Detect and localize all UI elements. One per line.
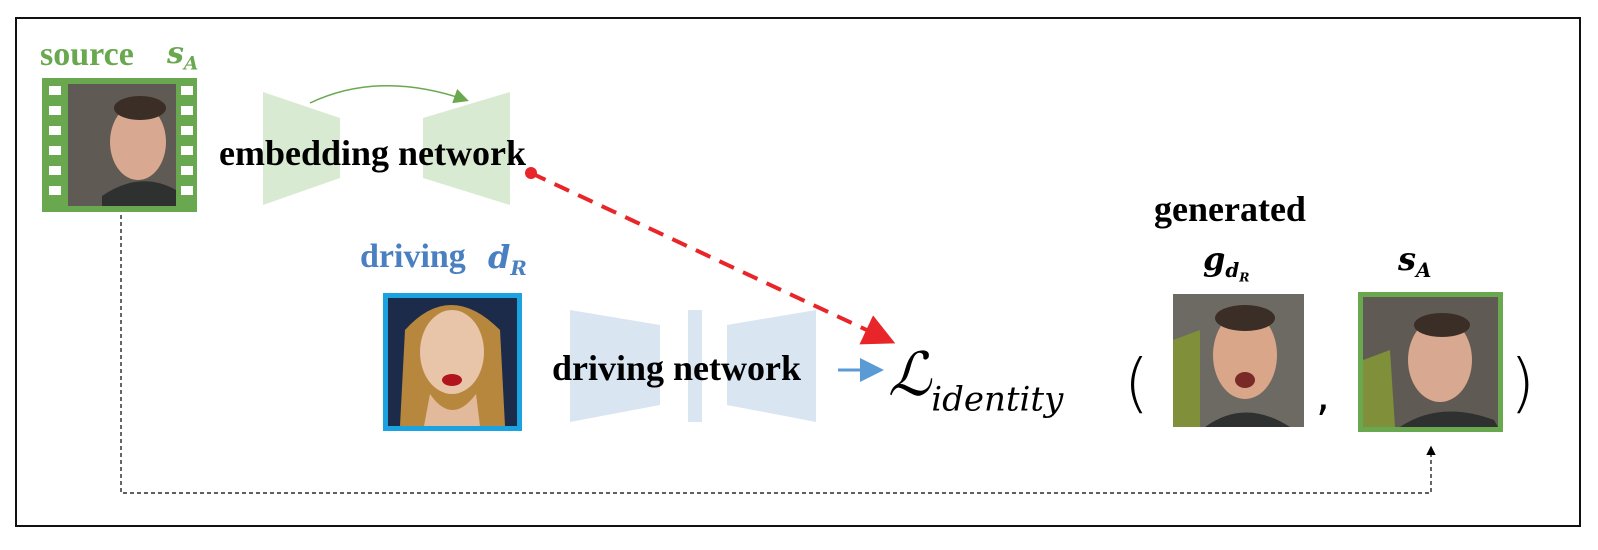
generated-face-image: [1173, 294, 1304, 427]
target-face-image: [1358, 292, 1503, 432]
source-to-target-connector: [120, 215, 1436, 494]
embedding-to-loss-arrow: [530, 171, 896, 345]
driving-face-image: [383, 293, 522, 431]
source-film-strip-icon: [42, 78, 197, 212]
driving-symbol: dR: [488, 238, 527, 280]
diagram-frame: [15, 17, 1581, 527]
embedding-network-label: embedding network: [219, 133, 527, 173]
source-label: source: [40, 36, 134, 73]
driving-decoder-shape: [727, 310, 816, 422]
embedding-encoder-shape: [263, 92, 340, 205]
identity-loss-label: ℒidentity: [888, 340, 1064, 420]
driving-label: driving: [360, 238, 466, 275]
driving-network-label: driving network: [552, 348, 802, 388]
embedding-decoder-shape: [423, 92, 510, 205]
comma: ,: [1316, 370, 1330, 421]
source-symbol: sA: [167, 36, 199, 75]
generated-symbol: gdR: [1203, 240, 1250, 285]
generated-label: generated: [1154, 189, 1306, 229]
close-paren: ): [1510, 347, 1535, 421]
driving-bottleneck-shape: [688, 310, 702, 422]
open-paren: (: [1124, 347, 1149, 421]
driving-encoder-shape: [570, 310, 660, 422]
skip-connection-arrow: [309, 84, 469, 104]
target-symbol: sA: [1398, 240, 1432, 282]
